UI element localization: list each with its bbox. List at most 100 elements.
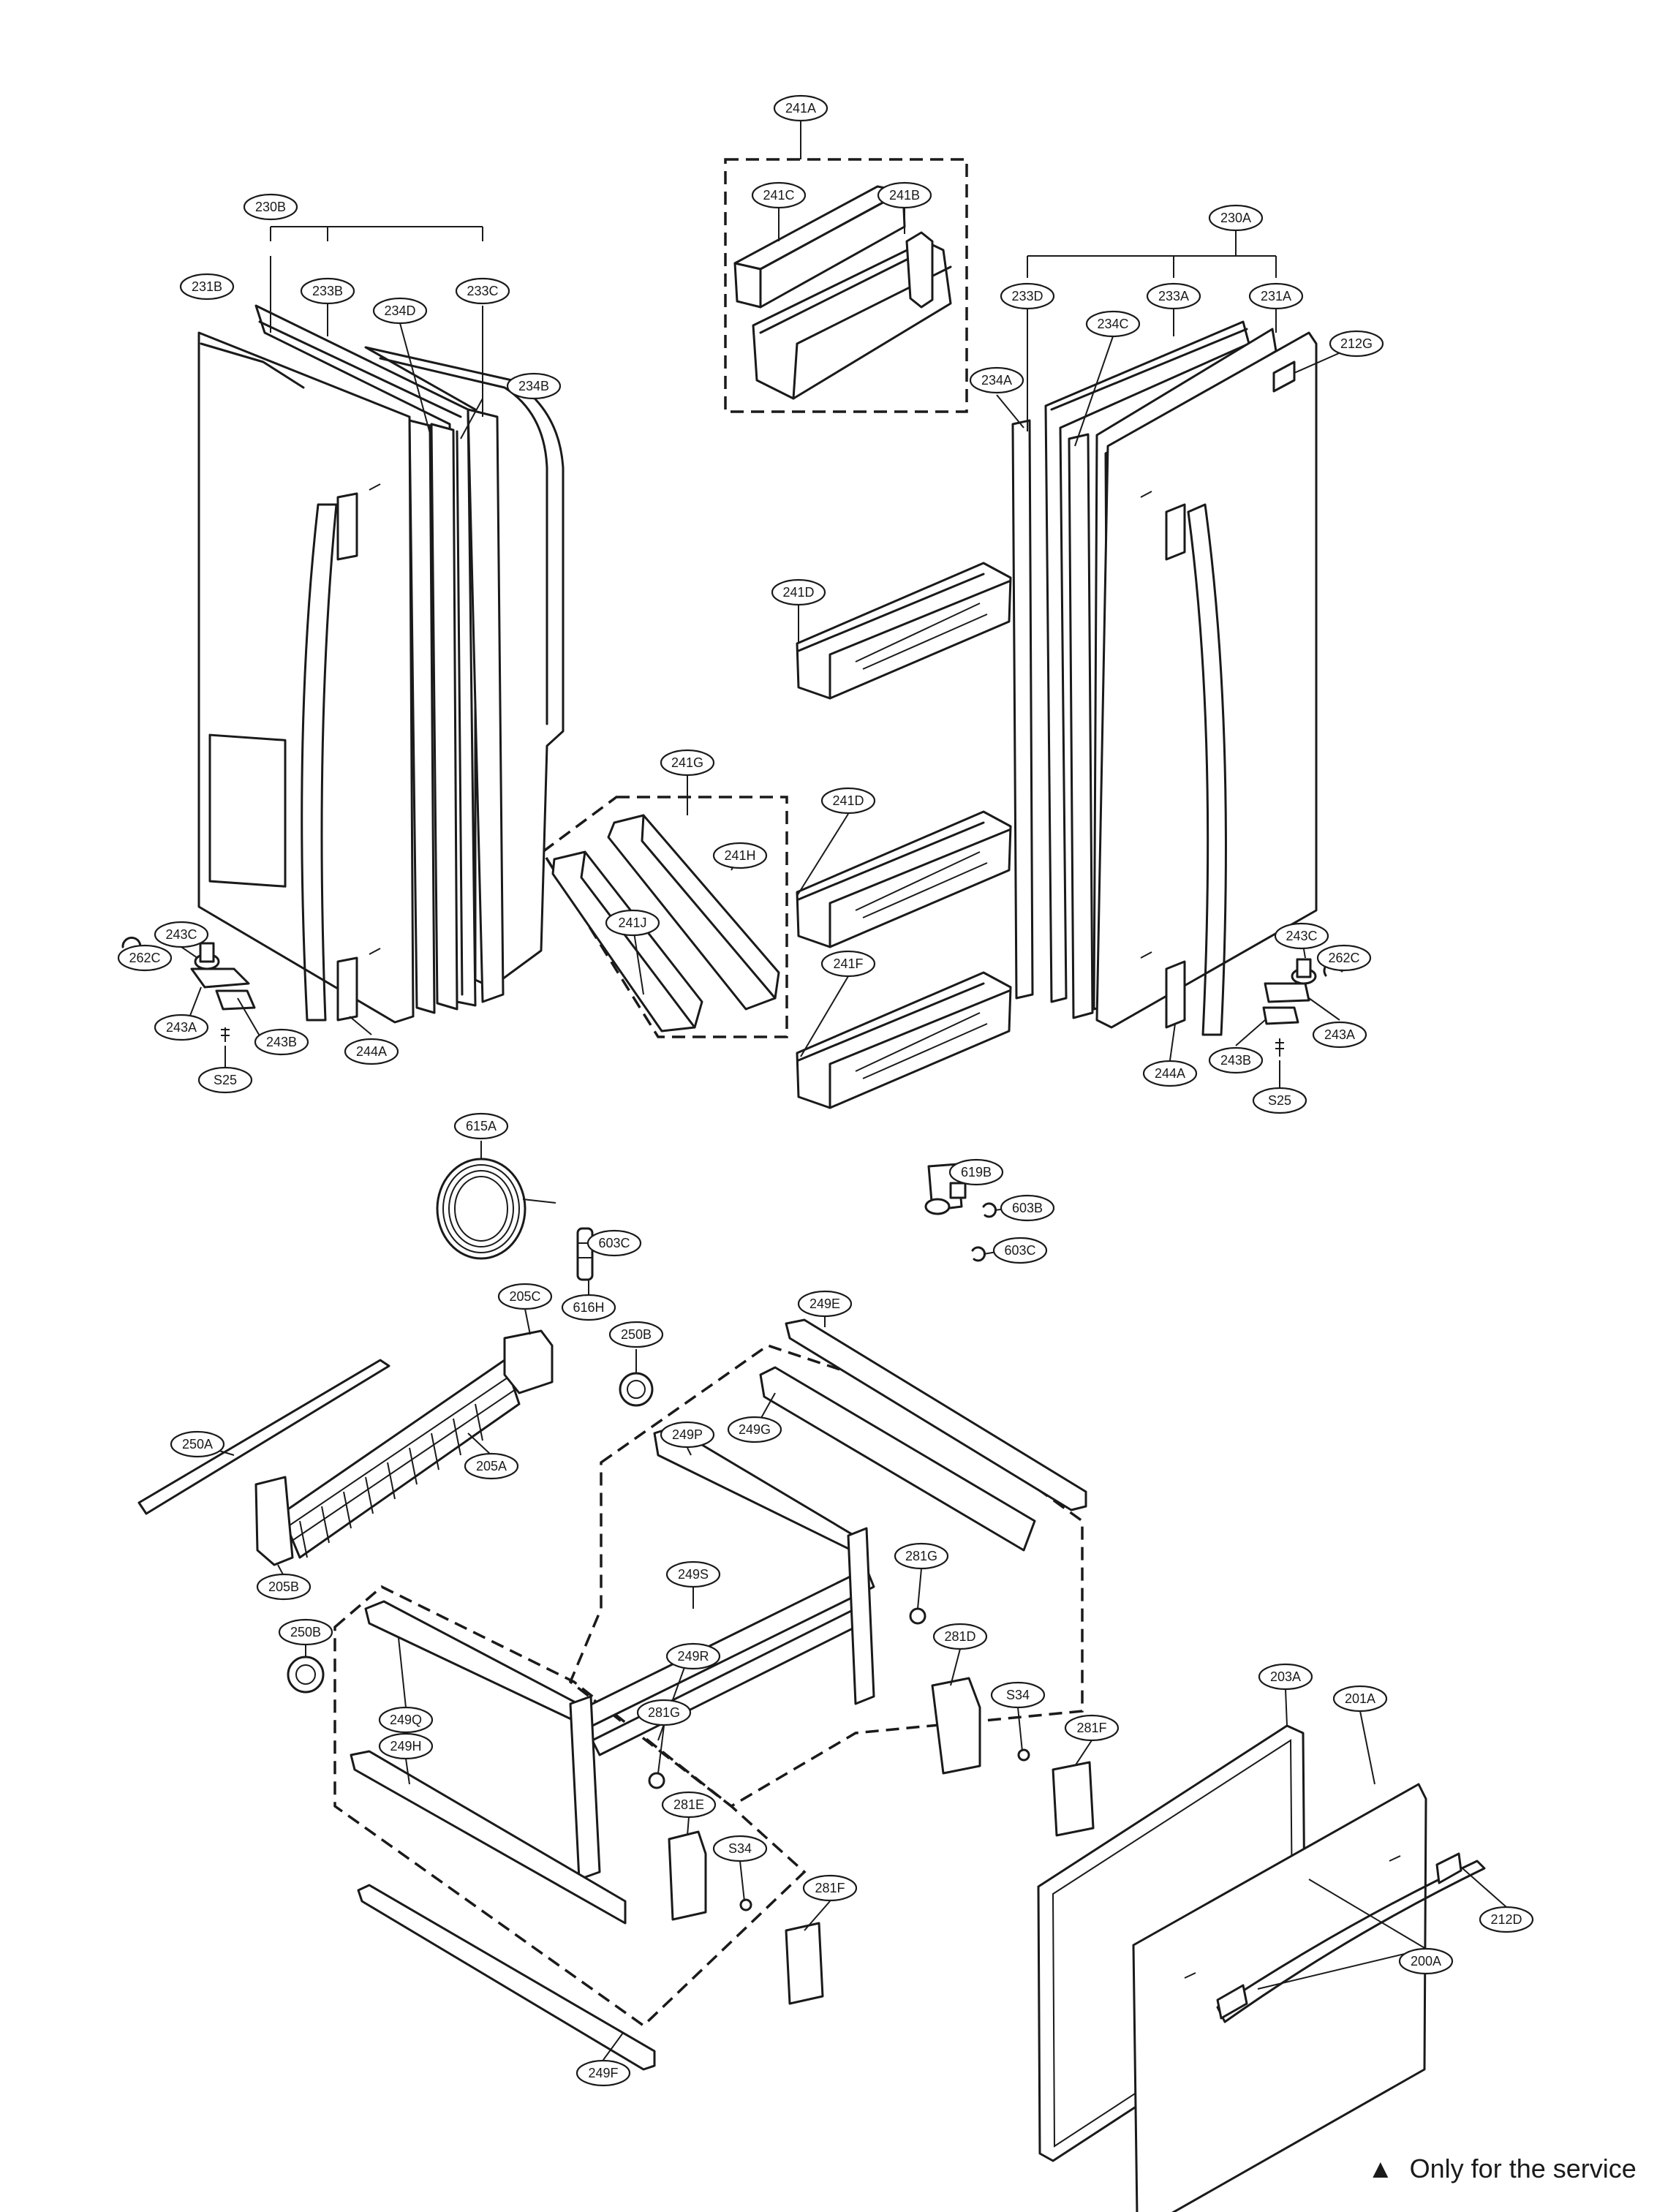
callout-label: 249F	[588, 2066, 618, 2080]
callout-bubble	[771, 578, 826, 606]
callout-bubble	[1329, 330, 1384, 358]
callout-bubble	[378, 1732, 434, 1760]
callout-bubble	[660, 1421, 715, 1449]
callout-bubble	[894, 1542, 949, 1570]
callout-262c_r: 262C	[1316, 944, 1372, 972]
callout-bubble	[344, 1038, 399, 1065]
callout-label: 603C	[598, 1236, 630, 1250]
callout-label: 281F	[1076, 1721, 1106, 1735]
callout-label: S34	[1006, 1688, 1030, 1702]
callout-s34_2: S34	[712, 1835, 768, 1862]
callout-bubble	[586, 1229, 642, 1257]
callout-bubble	[154, 921, 209, 948]
callout-label: 262C	[1328, 951, 1359, 965]
callout-241b: 241B	[877, 181, 932, 209]
callout-label: 241G	[671, 755, 703, 770]
callout-bubble	[877, 181, 932, 209]
callout-281g_1: 281G	[894, 1542, 949, 1570]
callout-bubble	[797, 1290, 853, 1318]
callout-231a: 231A	[1248, 282, 1304, 310]
callout-label: 200A	[1411, 1954, 1441, 1968]
bracket-left	[569, 1695, 601, 1881]
callout-label: 616H	[573, 1300, 604, 1315]
bin-241B	[752, 231, 952, 400]
callout-bubble	[990, 1681, 1046, 1709]
callout-label: 249E	[809, 1296, 840, 1311]
callout-label: 233B	[312, 284, 343, 298]
callout-603c_1: 603C	[586, 1229, 642, 1257]
callout-bubble	[1000, 1194, 1055, 1222]
callout-205a: 205A	[464, 1452, 519, 1480]
callout-bubble	[197, 1066, 253, 1094]
callout-label: 230A	[1220, 211, 1251, 225]
callout-label: 234D	[384, 303, 415, 318]
tube-connector-616H	[576, 1227, 594, 1281]
callout-bubble	[243, 193, 298, 221]
callout-label: 243B	[266, 1035, 297, 1049]
callout-label: 205A	[476, 1459, 507, 1473]
callout-label: 241H	[724, 848, 755, 863]
callout-243b_l: 243B	[254, 1028, 309, 1056]
rail-249H	[350, 1750, 627, 1925]
callout-bubble	[969, 366, 1024, 394]
callout-label: 231A	[1261, 289, 1291, 303]
callout-bubble	[256, 1573, 312, 1601]
callout-233d: 233D	[1000, 282, 1055, 310]
callout-label: 619B	[961, 1165, 992, 1179]
callout-label: 250A	[182, 1437, 213, 1452]
callout-249e: 249E	[797, 1290, 853, 1318]
callout-619b: 619B	[948, 1158, 1004, 1186]
callout-label: 230B	[255, 200, 286, 214]
callout-label: 244A	[1155, 1066, 1185, 1081]
door-bin-241F	[796, 971, 1012, 1109]
callout-249h: 249H	[378, 1732, 434, 1760]
cover-281F-left	[785, 1922, 824, 2005]
callout-bubble	[1142, 1060, 1198, 1087]
callout-249q: 249Q	[378, 1706, 434, 1734]
screw-S34-upper	[1017, 1748, 1030, 1762]
bracket-right	[847, 1527, 875, 1705]
callout-241h: 241H	[712, 842, 768, 869]
cap-281G-lower	[648, 1772, 665, 1789]
rail-249E	[785, 1318, 1087, 1511]
clip-603B	[982, 1202, 997, 1218]
callout-bubble	[372, 297, 428, 325]
callout-bubble	[170, 1430, 225, 1458]
callout-label: 241F	[833, 956, 863, 971]
cap-281G-upper	[909, 1607, 926, 1625]
basket-bracket-205B	[254, 1476, 294, 1566]
callout-label: 281D	[944, 1629, 975, 1644]
callout-244a_l: 244A	[344, 1038, 399, 1065]
callout-label: 249P	[672, 1427, 703, 1442]
callout-249s: 249S	[665, 1560, 721, 1588]
callout-label: 241B	[889, 188, 920, 203]
cover-281E	[668, 1830, 707, 1921]
callout-label: 233D	[1011, 289, 1043, 303]
callout-234b: 234B	[506, 372, 562, 400]
callout-249f: 249F	[575, 2059, 631, 2087]
callout-250b_1: 250B	[608, 1321, 664, 1348]
callout-label: 241D	[832, 793, 864, 808]
callout-205b: 205B	[256, 1573, 312, 1601]
callout-label: 241D	[782, 585, 814, 600]
callout-label: 281E	[673, 1797, 704, 1812]
callout-233b: 233B	[300, 277, 355, 305]
callout-241g: 241G	[660, 749, 715, 777]
callout-250a: 250A	[170, 1430, 225, 1458]
callout-label: 249R	[677, 1649, 709, 1664]
rail-250A	[137, 1359, 390, 1515]
callout-bubble	[1332, 1685, 1388, 1713]
callout-label: 234B	[518, 379, 549, 393]
callout-281f_1: 281F	[1064, 1714, 1120, 1742]
callout-603b: 603B	[1000, 1194, 1055, 1222]
callout-label: 281G	[648, 1705, 680, 1720]
callout-label: 603B	[1012, 1201, 1043, 1215]
callout-262c_l: 262C	[117, 944, 173, 972]
callout-s25_l: S25	[197, 1066, 253, 1094]
callout-label: S25	[1268, 1093, 1291, 1108]
callout-label: 241A	[785, 101, 816, 116]
callout-label: 244A	[356, 1044, 387, 1059]
callout-s34_1: S34	[990, 1681, 1046, 1709]
callout-label: S25	[214, 1073, 237, 1087]
callout-230a: 230A	[1208, 204, 1264, 232]
